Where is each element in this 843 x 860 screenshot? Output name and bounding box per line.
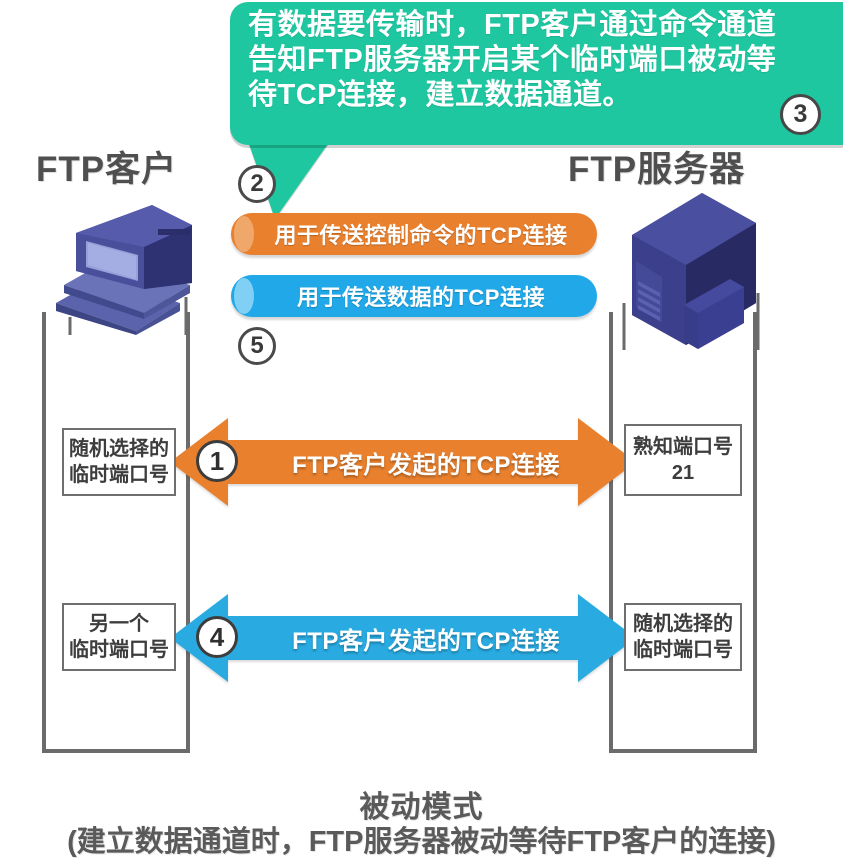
connection-arrow-4[interactable]: FTP客户发起的TCP连接 bbox=[170, 588, 636, 688]
caption-mode-title: 被动模式 bbox=[359, 791, 484, 824]
cylinder-cap-icon bbox=[234, 216, 254, 252]
server-port-box-1: 熟知端口号 21 bbox=[624, 424, 742, 496]
client-lifeline bbox=[42, 312, 190, 753]
page-title-server: FTP服务器 bbox=[568, 150, 746, 189]
data-channel-pill[interactable]: 用于传送数据的TCP连接 bbox=[231, 275, 597, 317]
desktop-computer-icon bbox=[40, 185, 215, 335]
step-badge-1: 1 bbox=[196, 440, 238, 482]
callout-bubble: 有数据要传输时，FTP客户通过命令通道 告知FTP服务器开启某个临时端口被动等 … bbox=[230, 2, 843, 145]
step-badge-2: 2 bbox=[238, 165, 276, 203]
connection-arrow-1[interactable]: FTP客户发起的TCP连接 bbox=[170, 412, 636, 512]
callout-text: 有数据要传输时，FTP客户通过命令通道 告知FTP服务器开启某个临时端口被动等 … bbox=[248, 9, 777, 111]
server-tower-icon bbox=[610, 175, 780, 350]
cylinder-cap-icon bbox=[234, 278, 254, 314]
data-channel-label: 用于传送数据的TCP连接 bbox=[296, 285, 545, 310]
server-lifeline bbox=[609, 312, 757, 753]
control-channel-pill[interactable]: 用于传送控制命令的TCP连接 bbox=[231, 213, 597, 255]
step-badge-3: 3 bbox=[780, 94, 821, 135]
step-badge-4: 4 bbox=[196, 616, 238, 658]
page-title-client: FTP客户 bbox=[36, 150, 178, 189]
client-port-box-1: 随机选择的 临时端口号 bbox=[62, 428, 176, 496]
server-port-box-4: 随机选择的 临时端口号 bbox=[624, 603, 742, 671]
control-channel-label: 用于传送控制命令的TCP连接 bbox=[274, 223, 568, 248]
caption-mode-description: (建立数据通道时，FTP服务器被动等待FTP客户的连接) bbox=[67, 826, 776, 858]
client-port-box-4: 另一个 临时端口号 bbox=[62, 603, 176, 671]
step-badge-5: 5 bbox=[238, 327, 276, 365]
